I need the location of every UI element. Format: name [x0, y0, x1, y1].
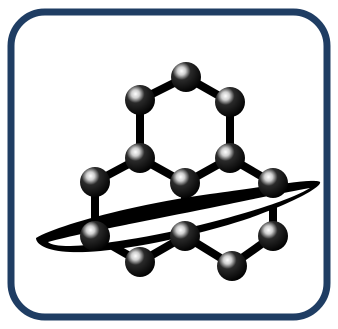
atom — [125, 143, 155, 173]
atom — [125, 247, 155, 277]
atom — [80, 167, 110, 197]
atom — [170, 168, 200, 198]
atom — [215, 87, 245, 117]
atom — [258, 221, 288, 251]
atom — [80, 221, 110, 251]
atom — [217, 251, 247, 281]
orbit-swoosh-highlight — [48, 188, 310, 246]
icon-tile-border — [7, 8, 331, 321]
atom — [125, 85, 155, 115]
atoms — [80, 62, 288, 281]
atom — [258, 168, 288, 198]
atom — [170, 221, 200, 251]
atom — [171, 62, 201, 92]
atom — [215, 143, 245, 173]
